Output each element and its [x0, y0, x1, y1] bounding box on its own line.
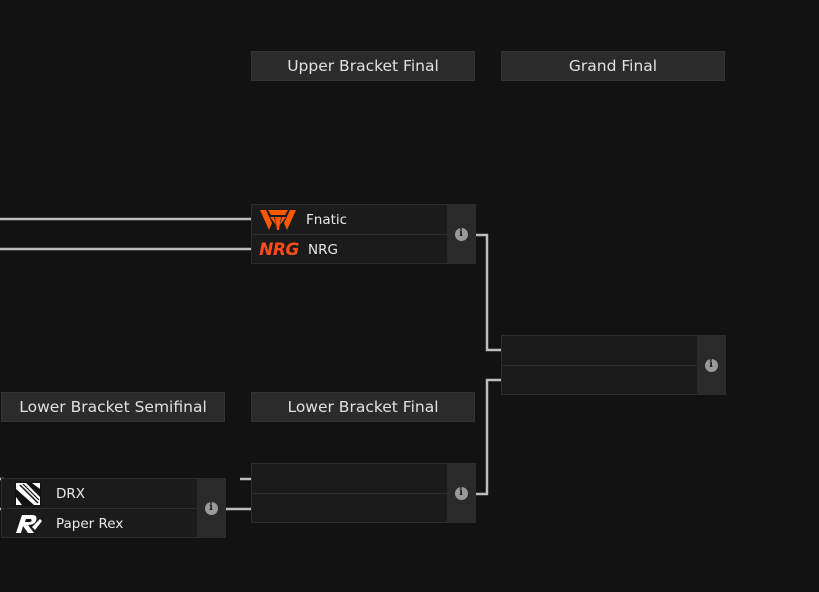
round-header-grand-final: Grand Final: [501, 51, 725, 81]
team-slot-fnatic[interactable]: Fnatic: [252, 205, 448, 235]
team-name: Paper Rex: [56, 515, 124, 532]
team-slot-paper-rex[interactable]: Paper Rex: [2, 509, 198, 538]
fnatic-logo: [256, 205, 300, 234]
info-icon: i: [454, 227, 468, 241]
round-title: Upper Bracket Final: [287, 57, 439, 75]
match-info-button[interactable]: i: [447, 464, 475, 522]
round-header-upper-final: Upper Bracket Final: [251, 51, 475, 81]
info-icon: i: [454, 486, 468, 500]
team-slot-drx[interactable]: DRX: [2, 479, 198, 509]
team-slot-empty[interactable]: [502, 336, 698, 366]
match-lower-final[interactable]: i: [251, 463, 476, 523]
round-header-lower-final: Lower Bracket Final: [251, 392, 475, 422]
connector-lower-to-grand: [476, 378, 501, 496]
round-title: Grand Final: [568, 57, 658, 75]
drx-logo: [6, 479, 50, 508]
nrg-logo: NRG: [254, 235, 304, 264]
team-name: Fnatic: [306, 211, 348, 228]
team-name: NRG: [308, 241, 338, 258]
match-upper-final[interactable]: Fnatic NRG NRG i: [251, 204, 476, 264]
team-slot-empty[interactable]: [502, 366, 698, 395]
match-lower-semifinal[interactable]: DRX Paper Rex i: [1, 478, 226, 538]
team-slot-empty[interactable]: [252, 464, 448, 494]
match-info-button[interactable]: i: [197, 479, 225, 537]
team-slot-nrg[interactable]: NRG NRG: [252, 235, 448, 264]
round-title: Lower Bracket Final: [287, 398, 439, 416]
info-icon: i: [704, 358, 718, 372]
connector-upper-to-grand: [476, 233, 501, 352]
paper-rex-logo: [6, 509, 50, 538]
match-info-button[interactable]: i: [697, 336, 725, 394]
team-name: DRX: [56, 485, 86, 502]
info-icon: i: [204, 501, 218, 515]
round-title: Lower Bracket Semifinal: [19, 398, 207, 416]
round-header-lower-semifinal: Lower Bracket Semifinal: [1, 392, 225, 422]
team-slot-empty[interactable]: [252, 494, 448, 523]
match-grand-final[interactable]: i: [501, 335, 726, 395]
match-info-button[interactable]: i: [447, 205, 475, 263]
nrg-logo-text: NRG: [259, 239, 299, 260]
